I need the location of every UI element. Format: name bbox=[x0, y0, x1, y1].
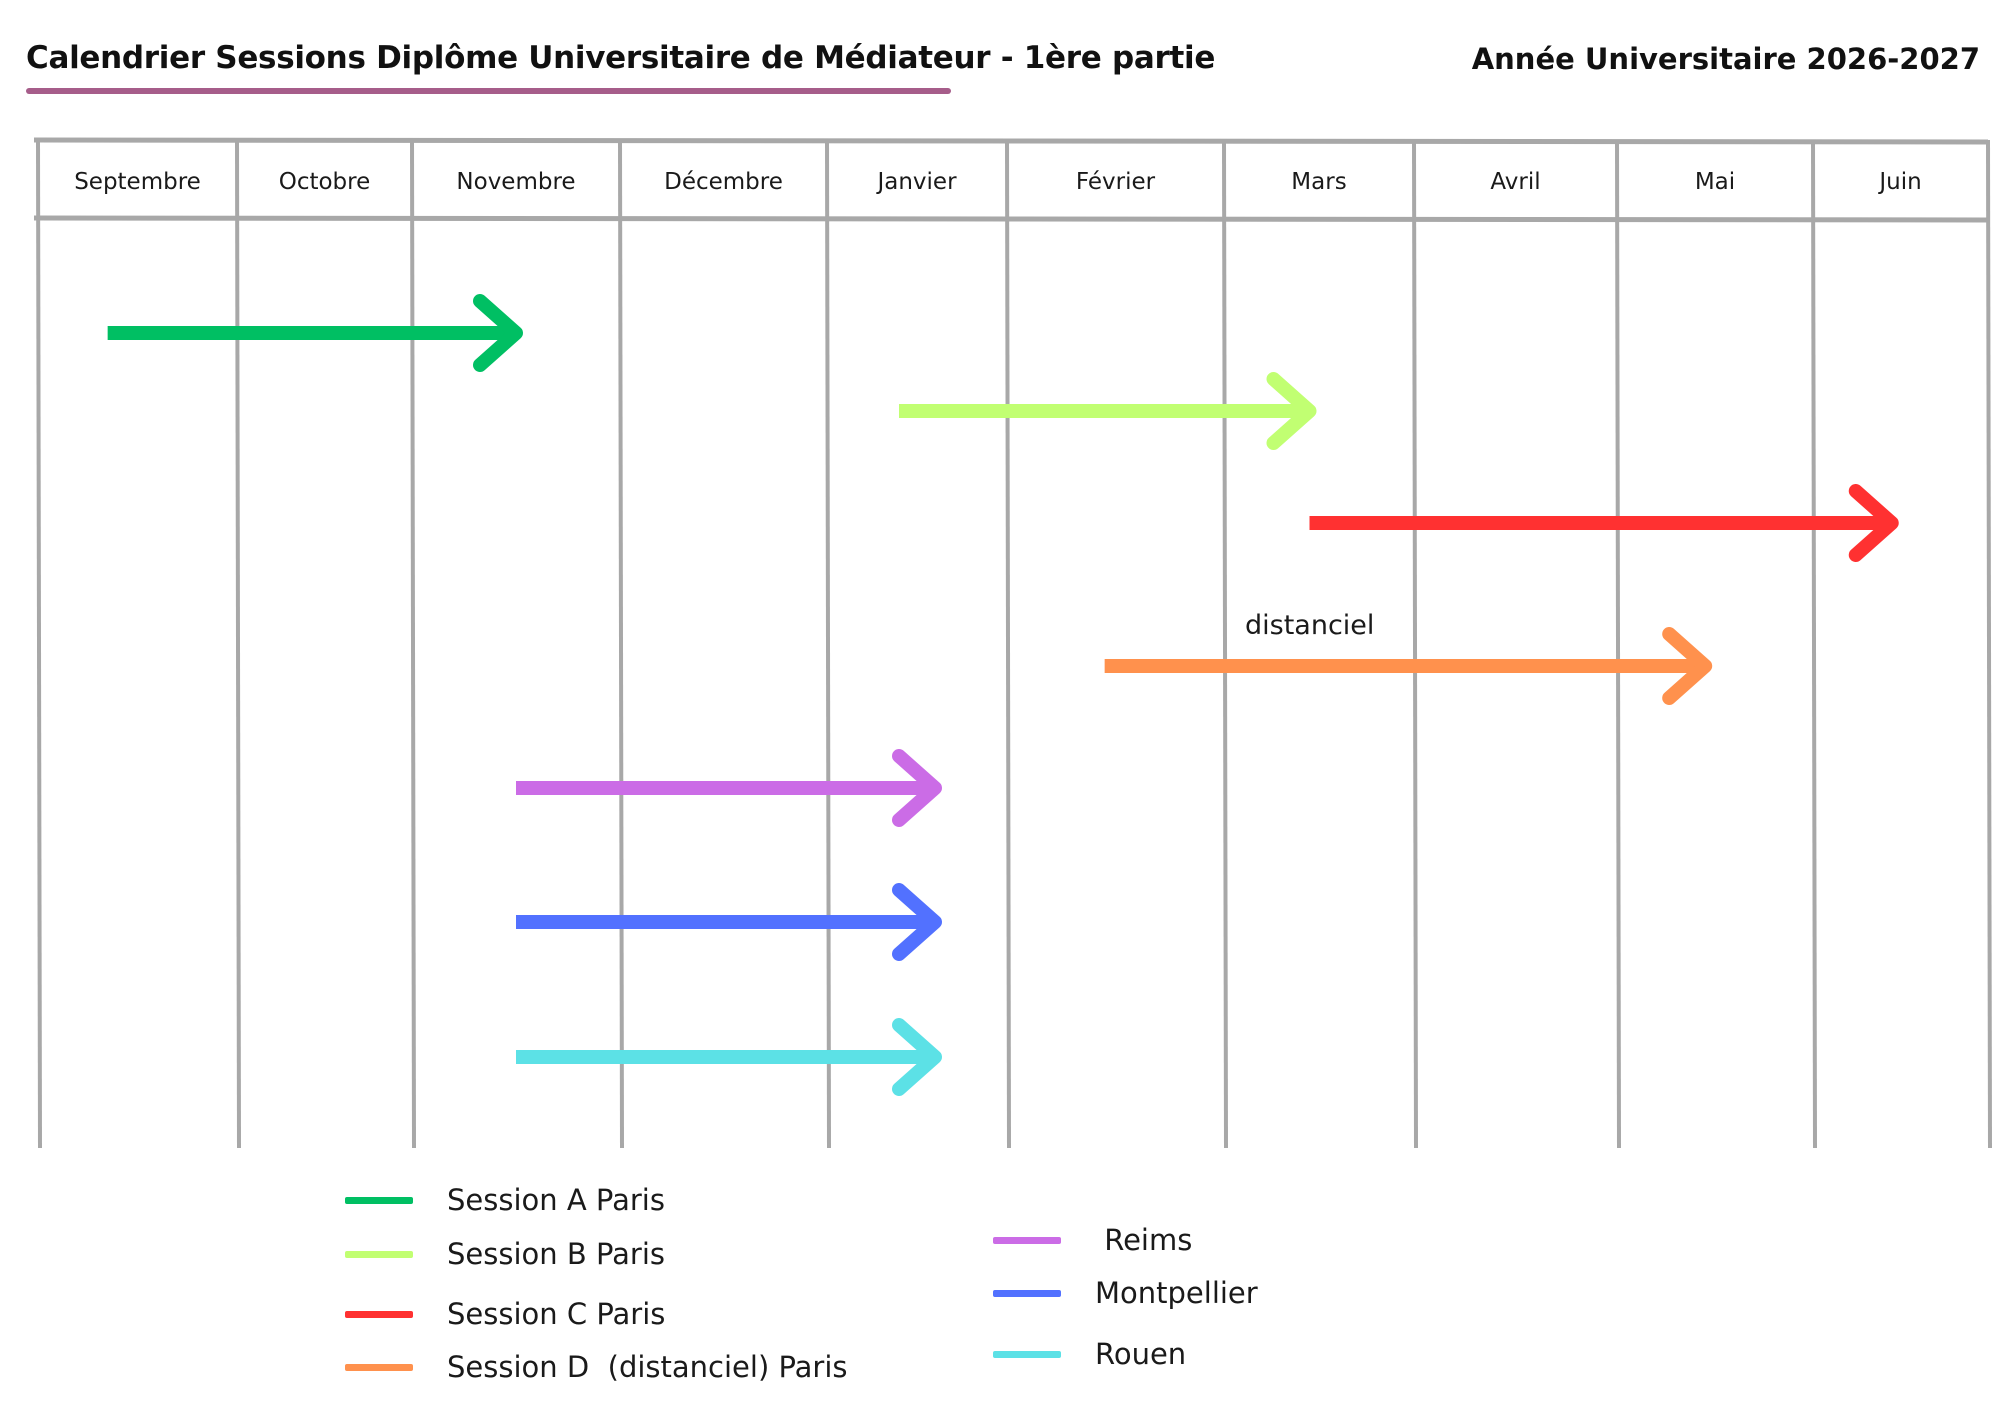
grid-line bbox=[235, 139, 241, 1149]
grid-line bbox=[410, 139, 416, 1149]
grid-line bbox=[825, 139, 831, 1149]
legend-swatch bbox=[993, 1236, 1061, 1244]
session-arrow-head bbox=[1848, 484, 1899, 562]
month-label-1: Octobre bbox=[279, 169, 371, 195]
month-label-6: Mars bbox=[1291, 169, 1346, 195]
month-label-4: Janvier bbox=[875, 169, 957, 195]
grid-line bbox=[618, 139, 624, 1149]
month-label-3: Décembre bbox=[664, 169, 783, 195]
legend-swatch bbox=[345, 1363, 413, 1371]
legend-swatch bbox=[993, 1289, 1061, 1297]
grid-line bbox=[1811, 139, 1817, 1149]
legend-item: Rouen bbox=[993, 1334, 1186, 1374]
session-arrow-head bbox=[1662, 627, 1713, 705]
month-label-7: Avril bbox=[1490, 169, 1540, 195]
legend-label: Session D (distanciel) Paris bbox=[447, 1350, 848, 1384]
legend-item: Session A Paris bbox=[345, 1180, 665, 1220]
legend-label: Rouen bbox=[1095, 1337, 1187, 1371]
legend-label: Reims bbox=[1095, 1223, 1193, 1257]
month-label-2: Novembre bbox=[456, 169, 575, 195]
legend-item: Reims bbox=[993, 1220, 1192, 1260]
session-arrow-head bbox=[473, 294, 523, 372]
legend-swatch bbox=[345, 1250, 413, 1258]
session-arrow-head bbox=[1266, 372, 1317, 450]
grid-line bbox=[36, 139, 42, 1149]
title-underline bbox=[26, 88, 951, 94]
month-label-5: Février bbox=[1076, 169, 1156, 195]
session-arrow-head bbox=[892, 749, 942, 827]
legend-label: Session B Paris bbox=[447, 1237, 666, 1271]
month-label-9: Juin bbox=[1877, 169, 1921, 195]
header-top-line bbox=[33, 137, 1989, 145]
grid-line bbox=[1615, 139, 1621, 1149]
legend-swatch bbox=[345, 1310, 413, 1318]
month-label-8: Mai bbox=[1695, 169, 1735, 195]
legend-label: Session A Paris bbox=[447, 1183, 665, 1217]
grid-line bbox=[1222, 139, 1228, 1149]
legend-label: Montpellier bbox=[1095, 1276, 1258, 1310]
legend-item: Session D (distanciel) Paris bbox=[345, 1347, 848, 1387]
session-annotation: distanciel bbox=[1245, 610, 1374, 641]
calendar-timeline: Septembre Octobre Novembre Décembre Janvier F… bbox=[33, 137, 1992, 1149]
page-title: Calendrier Sessions Diplôme Universitair… bbox=[26, 40, 1216, 76]
month-label-0: Septembre bbox=[74, 169, 201, 195]
grid-line bbox=[1005, 139, 1011, 1149]
legend-swatch bbox=[993, 1350, 1061, 1358]
legend-item: Session C Paris bbox=[345, 1294, 665, 1334]
academic-year: Année Universitaire 2026-2027 bbox=[1471, 42, 1980, 76]
header-bottom-line bbox=[33, 215, 1989, 223]
legend-item: Session B Paris bbox=[345, 1234, 665, 1274]
legend-swatch bbox=[345, 1196, 413, 1204]
session-arrow-head bbox=[892, 883, 942, 961]
session-arrow-head bbox=[892, 1018, 942, 1096]
legend-label: Session C Paris bbox=[447, 1297, 666, 1331]
legend-item: Montpellier bbox=[993, 1273, 1258, 1313]
grid-line bbox=[1986, 139, 1992, 1149]
grid-line bbox=[1412, 139, 1418, 1149]
